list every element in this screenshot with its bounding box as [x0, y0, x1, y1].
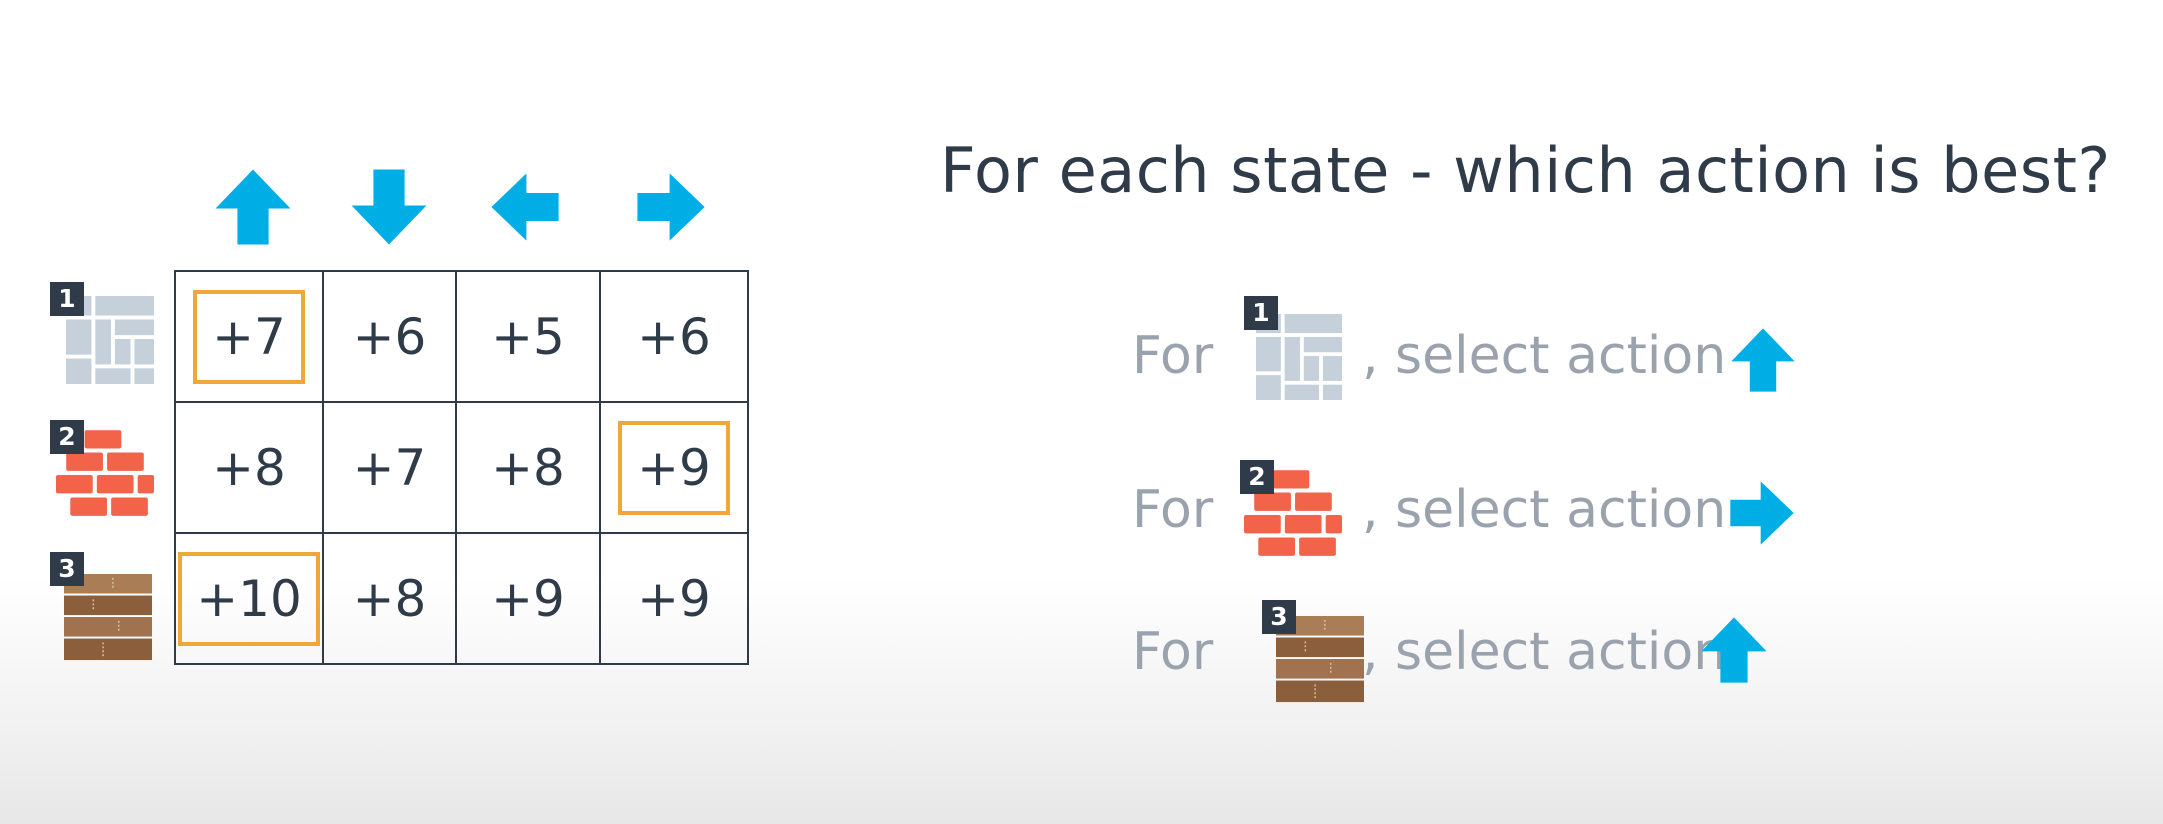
- q-cell: +8: [174, 401, 324, 534]
- q-cell-highlight: +9: [618, 420, 730, 515]
- policy-for-label: For: [1132, 326, 1214, 386]
- q-value-table: +7 +6 +5 +6 +8 +7 +8 +9 +10 +8 +9 +9: [174, 270, 749, 665]
- q-cell: +9: [599, 401, 749, 534]
- q-cell: +8: [322, 532, 457, 665]
- table-row: +10 +8 +9 +9: [174, 532, 749, 665]
- q-cell: +7: [174, 270, 324, 403]
- state-3-icon: 3: [50, 552, 160, 662]
- policy-select-label: , select action: [1362, 326, 1727, 386]
- q-cell: +9: [455, 532, 601, 665]
- policy-state-2-icon: 2: [1240, 460, 1348, 560]
- q-cell: +6: [322, 270, 457, 403]
- question-heading: For each state - which action is best?: [940, 134, 2111, 207]
- up-arrow-icon: [1700, 614, 1768, 686]
- policy-for-label: For: [1132, 480, 1214, 540]
- policy-state-1-icon: 1: [1244, 296, 1344, 402]
- state-badge: 3: [50, 552, 84, 586]
- q-cell: +7: [322, 401, 457, 534]
- table-row: +8 +7 +8 +9: [174, 401, 749, 534]
- state-badge: 3: [1262, 600, 1296, 634]
- up-arrow-icon: [214, 168, 292, 246]
- q-cell: +6: [599, 270, 749, 403]
- right-arrow-icon: [632, 172, 710, 242]
- q-cell: +8: [455, 401, 601, 534]
- state-badge: 2: [50, 420, 84, 454]
- up-arrow-icon: [1730, 324, 1796, 396]
- q-cell: +10: [174, 532, 324, 665]
- left-arrow-icon: [486, 172, 564, 242]
- state-badge: 2: [1240, 460, 1274, 494]
- state-badge: 1: [1244, 296, 1278, 330]
- right-arrow-icon: [1724, 480, 1800, 546]
- state-badge: 1: [50, 282, 84, 316]
- q-cell: +9: [599, 532, 749, 665]
- policy-for-label: For: [1132, 622, 1214, 682]
- policy-state-3-icon: 3: [1262, 600, 1370, 704]
- q-cell: +5: [455, 270, 601, 403]
- policy-select-label: , select action: [1362, 480, 1727, 540]
- state-1-icon: 1: [50, 282, 160, 382]
- policy-select-label: , select action: [1362, 622, 1727, 682]
- q-cell-highlight: +7: [193, 289, 305, 384]
- state-2-icon: 2: [50, 420, 160, 520]
- down-arrow-icon: [350, 168, 428, 246]
- table-row: +7 +6 +5 +6: [174, 270, 749, 403]
- q-cell-highlight: +10: [178, 551, 320, 646]
